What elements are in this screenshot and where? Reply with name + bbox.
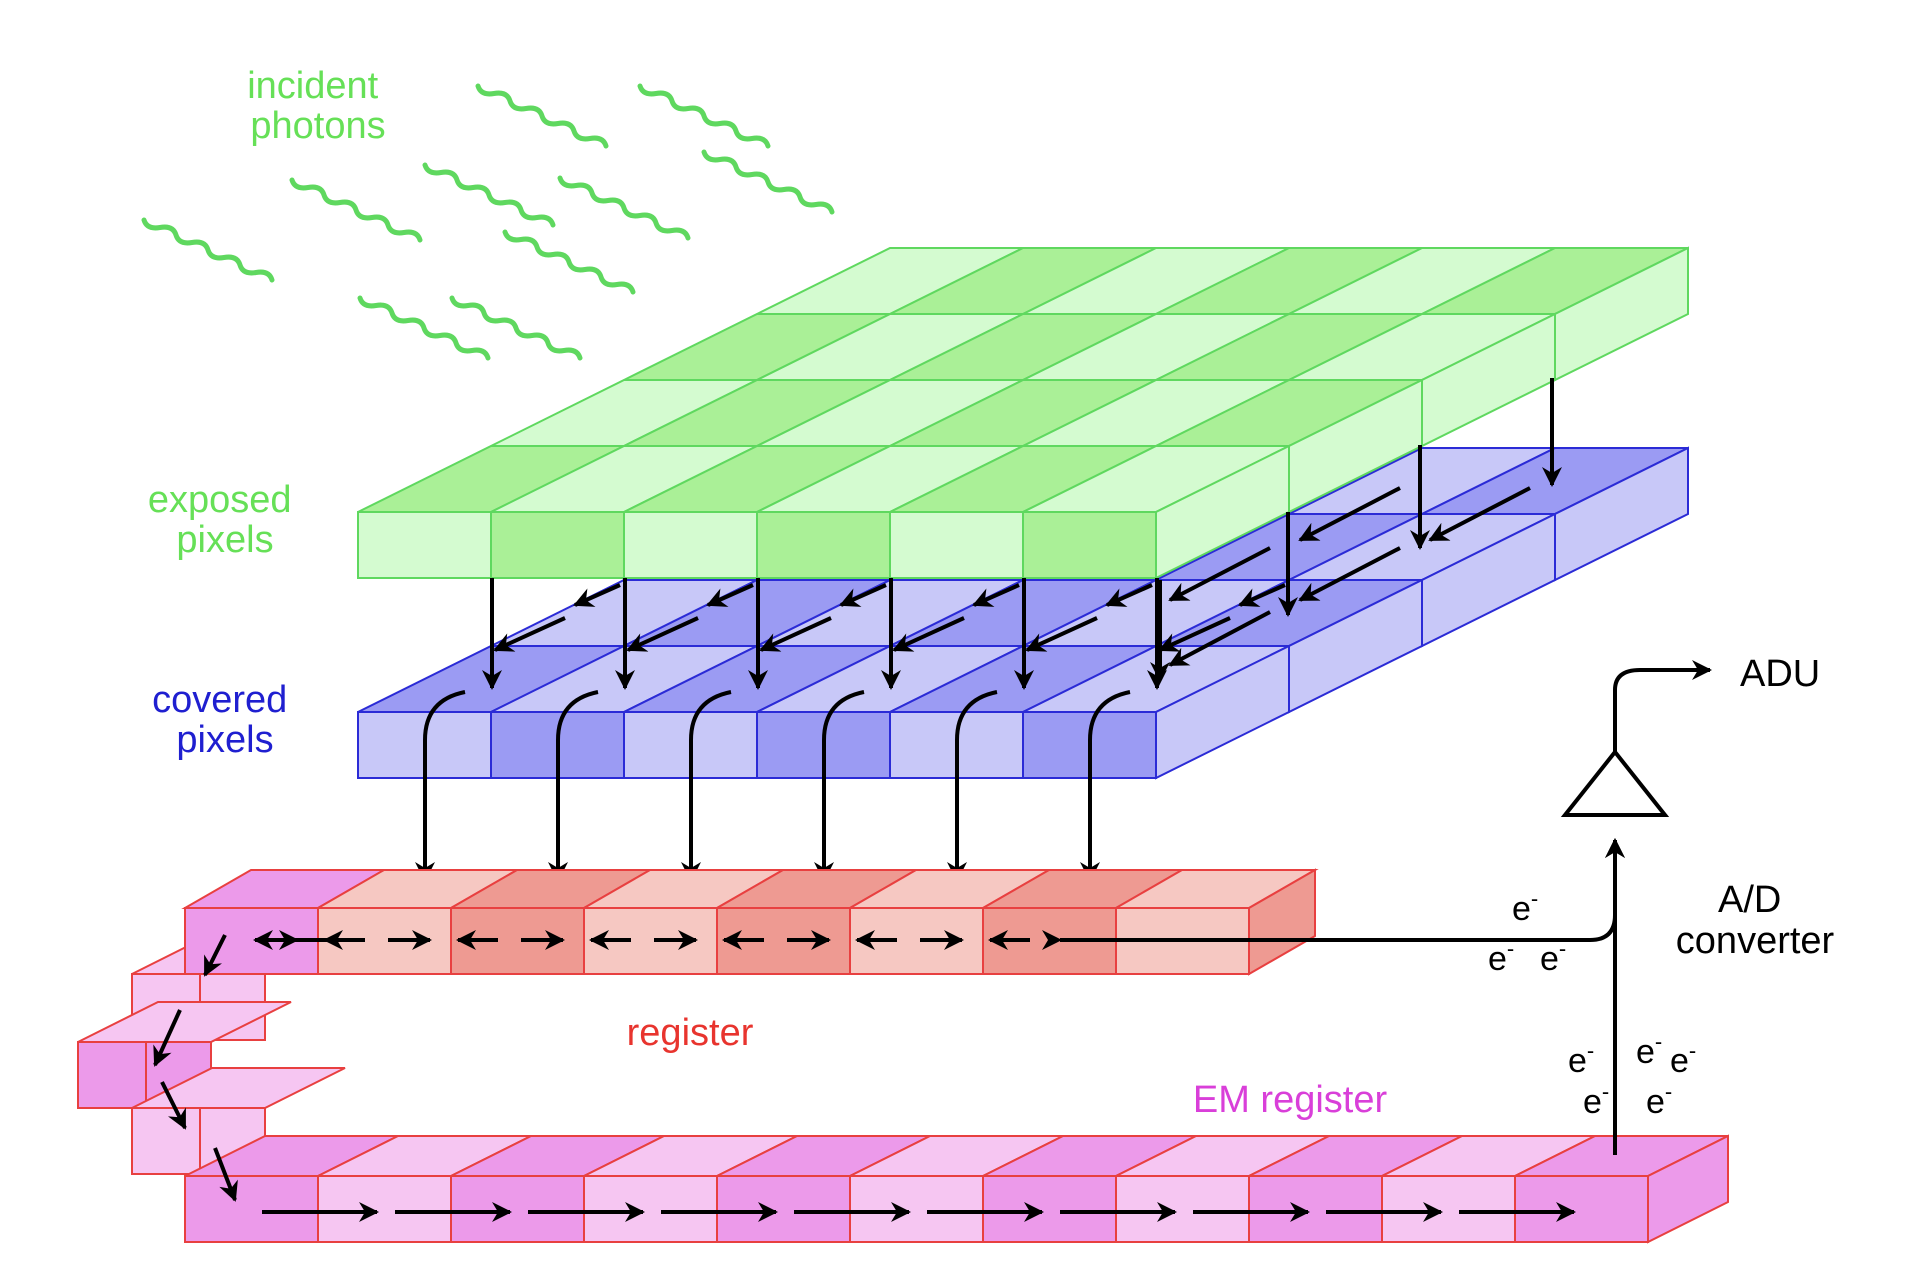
- em-bend-arrow: [203, 934, 227, 977]
- em-bend-cell: [77, 1041, 147, 1109]
- electron-label: e-: [1646, 1079, 1672, 1121]
- em-bend-arrow: [213, 1147, 238, 1202]
- electron-label: e-: [1636, 1029, 1662, 1071]
- readout-register: [181, 868, 1319, 976]
- electron-label: e-: [1488, 936, 1514, 978]
- charge-shift-arrow: [1158, 616, 1231, 652]
- em-front-cell: [1115, 1175, 1250, 1243]
- adu-label: ADU: [1740, 653, 1820, 695]
- electron-label: e-: [1670, 1038, 1696, 1080]
- photon-wave: [289, 177, 423, 243]
- photon-wave: [357, 295, 491, 361]
- charge-shift-arrow: [573, 583, 621, 607]
- exposed-pixels-grid: [357, 246, 1689, 580]
- exposed-pixel-front-cell: [490, 511, 625, 579]
- photon-wave: [557, 175, 691, 241]
- covered-to-register-arrow: [947, 690, 998, 882]
- exposed-to-covered-arrows: [482, 378, 1562, 690]
- exposed-pixel-front-cell: [623, 511, 758, 579]
- em-front-cell: [184, 1175, 319, 1243]
- exposed-pixels-label: exposed pixels: [148, 479, 302, 561]
- charge-shift-arrow: [1298, 546, 1401, 602]
- charge-shift-arrow: [1428, 486, 1531, 542]
- em-front-cell: [583, 1175, 718, 1243]
- charge-shift-arrow: [1025, 616, 1098, 652]
- ad-converter: [1560, 660, 1712, 817]
- register-label: register: [627, 1012, 754, 1054]
- photon-wave: [422, 162, 556, 228]
- charge-shift-arrow: [1238, 583, 1286, 607]
- charge-shift-arrow: [626, 616, 699, 652]
- photon-wave: [502, 229, 636, 295]
- photon-wave: [475, 83, 609, 149]
- exposed-pixel-front-cell: [889, 511, 1024, 579]
- electron-label: e-: [1540, 936, 1566, 978]
- exposed-pixel-front-cell: [1022, 511, 1157, 579]
- electron-label: e-: [1583, 1079, 1609, 1121]
- em-bend-arrow: [153, 1009, 182, 1067]
- covered-to-register-arrow: [814, 690, 865, 882]
- photon-wave: [449, 295, 583, 361]
- photon-wave: [701, 149, 835, 215]
- exposed-pixel-front-cell: [756, 511, 891, 579]
- charge-shift-arrow: [493, 616, 566, 652]
- em-bend-cell: [131, 1107, 201, 1175]
- charge-shift-arrow: [1298, 486, 1401, 542]
- em-front-cell: [849, 1175, 984, 1243]
- charge-shift-arrow: [759, 616, 832, 652]
- charge-shift-arrow: [839, 583, 887, 607]
- incident-photons: [141, 83, 835, 361]
- ad-converter-label: A/D converter: [1676, 879, 1835, 962]
- adu-output-arrow: [1613, 660, 1712, 752]
- electron-label: e-: [1568, 1038, 1594, 1080]
- covered-to-register-arrow: [681, 690, 732, 882]
- em-front-cell: [1514, 1175, 1649, 1243]
- em-register: [77, 933, 1729, 1244]
- em-register-label: EM register: [1193, 1079, 1388, 1121]
- electron-label: e-: [1512, 886, 1538, 928]
- charge-shift-arrow: [892, 616, 965, 652]
- charge-shift-arrow: [706, 583, 754, 607]
- covered-charge-arrows: [415, 486, 1531, 882]
- readout-arrows: [153, 838, 1625, 1222]
- em-front-cell: [1248, 1175, 1383, 1243]
- em-bend-arrow: [160, 1081, 187, 1130]
- covered-to-register-arrow: [415, 690, 466, 882]
- em-front-cell: [982, 1175, 1117, 1243]
- photon-wave: [141, 217, 275, 283]
- em-side-face: [1647, 1134, 1729, 1244]
- covered-to-register-arrow: [548, 690, 599, 882]
- em-front-cell: [450, 1175, 585, 1243]
- covered-to-register-arrow: [1080, 690, 1131, 882]
- charge-shift-arrow: [1168, 610, 1271, 667]
- incident-photons-label: incident photons: [247, 65, 389, 147]
- covered-pixels-label: covered pixels: [152, 679, 298, 761]
- register-side-face: [1248, 868, 1316, 976]
- exposed-pixel-front-cell: [357, 511, 492, 579]
- electron-labels: e-e-e-e-e-e-e-e-: [1488, 886, 1696, 1121]
- covered-pixels-grid: [357, 446, 1689, 780]
- amplifier-triangle: [1560, 748, 1670, 817]
- photon-wave: [637, 83, 771, 149]
- charge-shift-arrow: [1168, 546, 1271, 602]
- charge-shift-arrow: [972, 583, 1020, 607]
- em-front-cell: [1381, 1175, 1516, 1243]
- charge-shift-arrow: [1105, 583, 1153, 607]
- em-front-cell: [716, 1175, 851, 1243]
- em-front-cell: [317, 1175, 452, 1243]
